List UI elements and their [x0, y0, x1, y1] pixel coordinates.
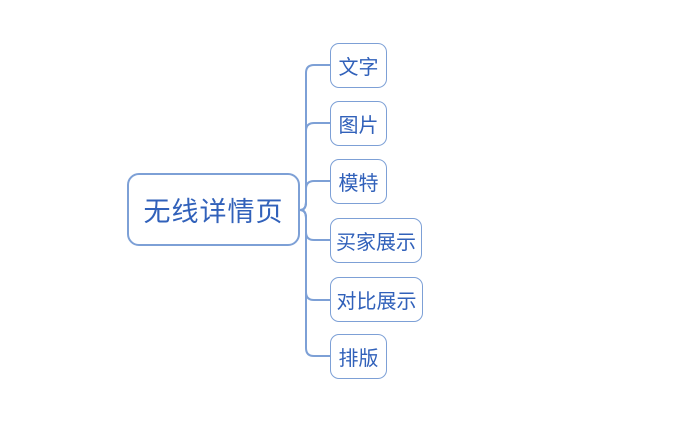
- node-label: 文字: [338, 57, 379, 79]
- connector-branch-layout: [299, 209, 331, 357]
- connector-branch-buyer-display: [299, 209, 331, 241]
- node-label: 模特: [338, 173, 379, 195]
- connector-branch-image: [299, 122, 331, 211]
- node-label: 买家展示: [336, 232, 416, 254]
- connector-branch-text: [299, 64, 331, 211]
- node-label: 排版: [338, 348, 379, 370]
- root-node[interactable]: 无线详情页: [127, 173, 300, 246]
- node-comparison-display[interactable]: 对比展示: [330, 277, 423, 322]
- node-layout[interactable]: 排版: [330, 334, 387, 379]
- node-text[interactable]: 文字: [330, 43, 387, 88]
- node-model[interactable]: 模特: [330, 159, 387, 204]
- node-label: 对比展示: [336, 291, 417, 313]
- node-buyer-display[interactable]: 买家展示: [330, 218, 422, 263]
- connector-branch-comparison-display: [299, 209, 331, 301]
- node-label: 图片: [338, 115, 379, 137]
- connector-branch-model: [299, 180, 331, 211]
- root-node-label: 无线详情页: [143, 197, 284, 227]
- node-image[interactable]: 图片: [330, 101, 387, 146]
